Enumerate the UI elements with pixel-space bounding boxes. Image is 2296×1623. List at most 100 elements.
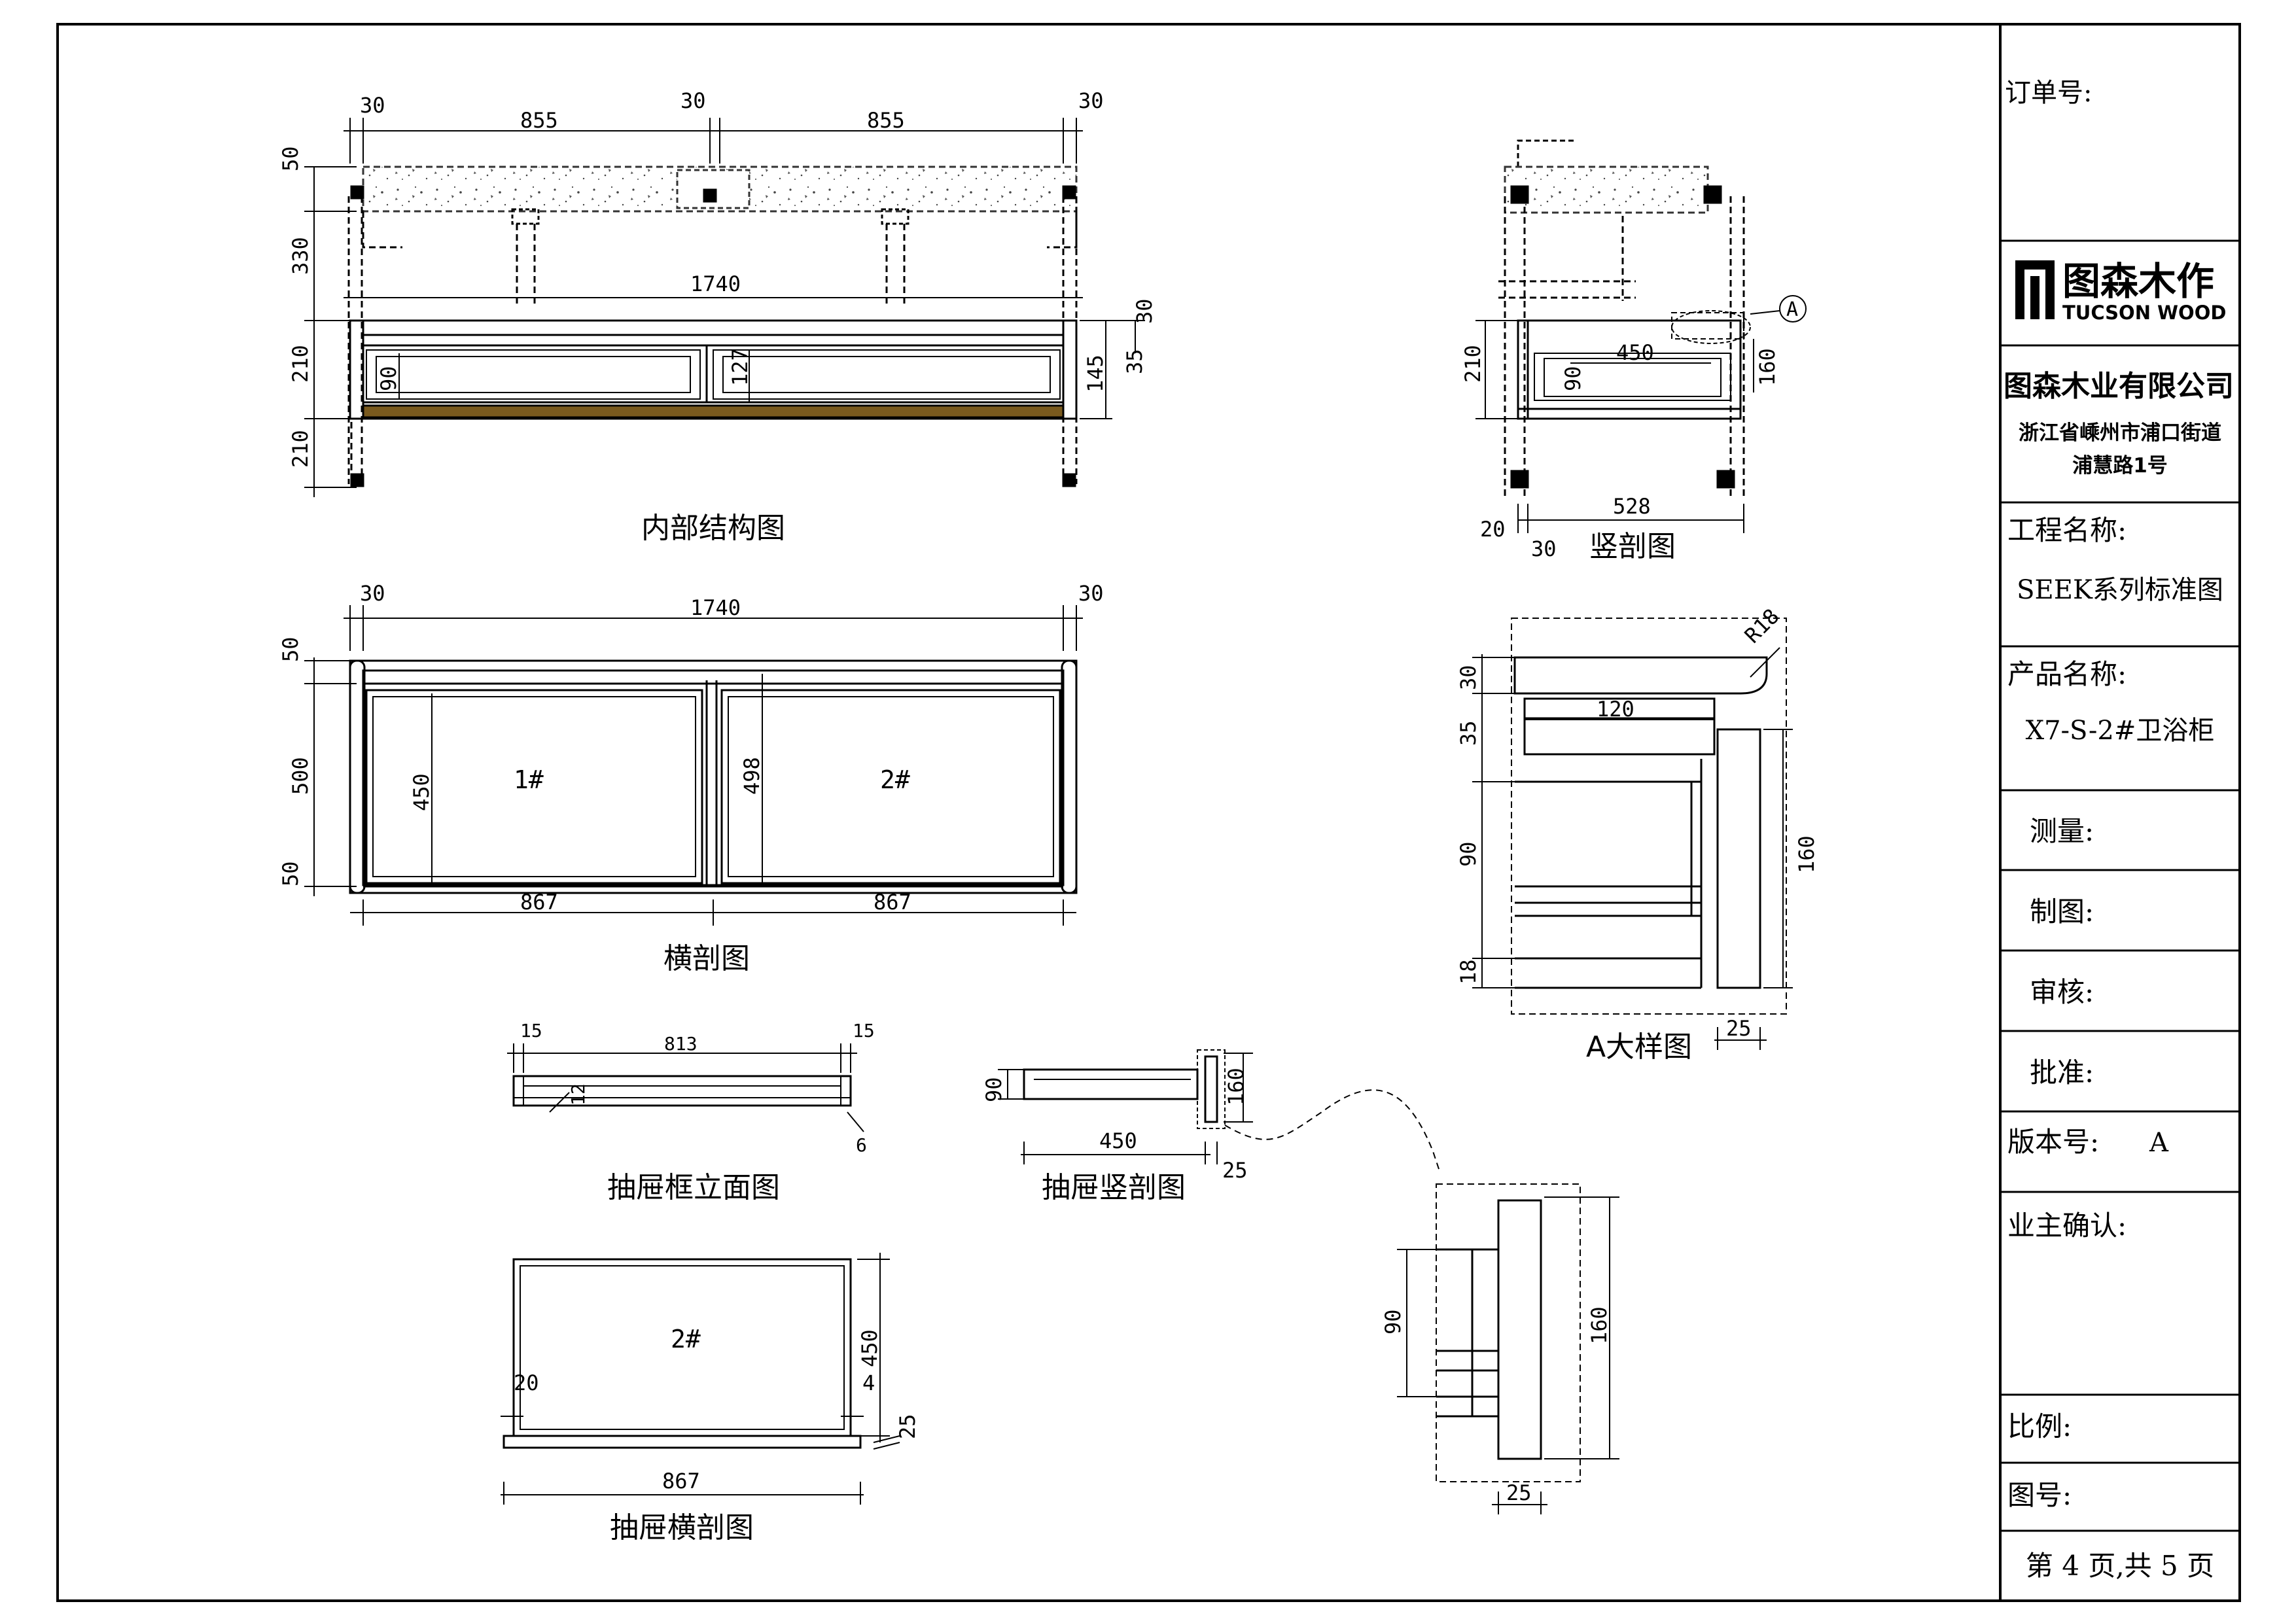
dim-dh-4: 4 (862, 1370, 875, 1395)
brand-en: TUCSON WOOD (2062, 302, 2226, 324)
dim-h-30-left: 30 (360, 581, 385, 606)
dim-a-35: 35 (1456, 720, 1481, 746)
detail-a-callout-icon (1779, 295, 1807, 323)
dim-f-6: 6 (856, 1134, 867, 1156)
dim-v-90: 90 (1561, 366, 1585, 391)
dim-f-12: 12 (567, 1083, 589, 1106)
dim-h-498: 498 (739, 757, 764, 795)
dim-855-right: 855 (867, 108, 905, 133)
dim-127: 127 (728, 348, 752, 386)
order-label: 订单号: (2005, 78, 2092, 108)
brand-logo: 图森木作 TUCSON WOOD (2015, 259, 2226, 324)
scale-label: 比例: (2007, 1410, 2072, 1442)
view-horizontal-section (304, 605, 1083, 926)
dim-e-90: 90 (1381, 1309, 1405, 1335)
review-label: 审核: (2030, 976, 2094, 1008)
caption-detail-a: A大样图 (1586, 1030, 1692, 1064)
drawer-label-1: 1# (514, 765, 544, 794)
dim-210-bottom: 210 (288, 430, 313, 468)
dim-dv-90: 90 (981, 1077, 1006, 1102)
version-label: 版本号: (2007, 1126, 2099, 1158)
wood-base-strip (362, 404, 1065, 419)
detail-a-dims: R18 30 120 35 90 160 18 25 (1456, 604, 1819, 1041)
measure-label: 测量: (2030, 815, 2094, 847)
cabinet-body (349, 319, 1078, 420)
view-enlarged-detail (1397, 1183, 1619, 1514)
dim-a-18: 18 (1456, 959, 1481, 985)
version-value: A (2149, 1128, 2169, 1158)
view-drawer-frame (507, 1043, 864, 1132)
dim-30-left: 30 (360, 93, 385, 118)
caption-drawer-horizontal: 抽屉横剖图 (610, 1511, 754, 1544)
company-address-2: 浦慧路1号 (2072, 454, 2168, 478)
product-label: 产品名称: (2007, 658, 2127, 690)
dim-330: 330 (288, 237, 313, 275)
dim-e-25: 25 (1506, 1480, 1532, 1505)
view-detail-a (1472, 618, 1793, 1050)
dim-v-160: 160 (1755, 348, 1780, 386)
dim-dh-867: 867 (662, 1469, 700, 1493)
caption-horizontal-section: 横剖图 (663, 942, 750, 975)
dim-f-813: 813 (664, 1033, 698, 1055)
drawer-vertical-dims: 90 160 450 25 (981, 1068, 1248, 1183)
vertical-dims: 210 90 450 160 528 20 30 A (1460, 298, 1798, 561)
dim-h-450: 450 (409, 773, 434, 811)
horizontal-dims: 30 1740 30 50 500 50 450 498 867 867 (278, 581, 1104, 915)
drawer-1 (365, 689, 703, 884)
dim-h-500: 500 (288, 757, 313, 795)
internal-dims: 30 855 30 855 30 1740 50 330 210 210 90 … (278, 88, 1157, 468)
dim-dv-25: 25 (1222, 1158, 1248, 1183)
dim-r18: R18 (1740, 604, 1784, 648)
dim-f-15-left: 15 (520, 1020, 542, 1041)
dim-30-vert: 30 (1132, 298, 1157, 324)
drawer-frame-dims: 15 813 15 12 6 (520, 1020, 875, 1156)
dim-30-right: 30 (1078, 88, 1104, 113)
dim-e-160: 160 (1587, 1306, 1612, 1344)
company-address-1: 浙江省嵊州市浦口街道 (2019, 421, 2221, 445)
enlarged-front-panel (1497, 1199, 1542, 1460)
caption-internal-structure: 内部结构图 (641, 512, 785, 545)
dim-50: 50 (278, 146, 303, 171)
detail-top-panel (1513, 656, 1768, 695)
dim-a-160: 160 (1794, 835, 1819, 873)
dim-h-50-top: 50 (278, 637, 303, 662)
owner-confirm-label: 业主确认: (2007, 1210, 2127, 1242)
product-value: X7-S-2#卫浴柜 (2026, 716, 2215, 746)
dim-855-left: 855 (520, 108, 558, 133)
caption-drawer-frame: 抽屉框立面图 (607, 1171, 780, 1204)
dim-145: 145 (1083, 355, 1108, 393)
caption-drawer-vertical: 抽屉竖剖图 (1042, 1171, 1186, 1204)
dim-v-528: 528 (1613, 494, 1651, 519)
dim-v-210: 210 (1460, 345, 1485, 383)
dim-dv-450: 450 (1099, 1128, 1137, 1153)
approve-label: 批准: (2030, 1056, 2094, 1089)
project-label: 工程名称: (2007, 514, 2127, 546)
dim-30-mid: 30 (680, 88, 706, 113)
dim-a-30: 30 (1456, 665, 1481, 690)
dim-90: 90 (376, 366, 401, 391)
dim-a-120: 120 (1597, 697, 1634, 722)
view-internal-structure (304, 118, 1145, 497)
dim-h-1740: 1740 (690, 595, 741, 620)
callout-a: A (1786, 298, 1798, 321)
company-name: 图森木业有限公司 (2004, 370, 2234, 403)
drawer-front-board (503, 1435, 862, 1449)
vertical-cabinet (1517, 319, 1742, 420)
dim-h-867-right: 867 (874, 890, 911, 915)
figure-number-label: 图号: (2007, 1479, 2072, 1511)
sink-left (362, 211, 402, 249)
sheet-border (56, 23, 2241, 1602)
enlarged-dims: 90 160 25 (1381, 1306, 1612, 1505)
page-info: 第 4 页,共 5 页 (2026, 1550, 2214, 1582)
dim-v-20: 20 (1480, 517, 1506, 542)
drawer-horizontal-label: 2# (671, 1325, 701, 1353)
dim-210-top: 210 (288, 345, 313, 383)
dim-v-450: 450 (1616, 340, 1654, 365)
project-value: SEEK系列标准图 (2017, 575, 2223, 605)
dim-dh-25: 25 (895, 1414, 920, 1439)
dim-1740: 1740 (690, 271, 741, 296)
dim-dh-450: 450 (857, 1329, 882, 1367)
caption-vertical-section: 竖剖图 (1589, 530, 1676, 563)
dim-f-15-right: 15 (853, 1020, 875, 1041)
